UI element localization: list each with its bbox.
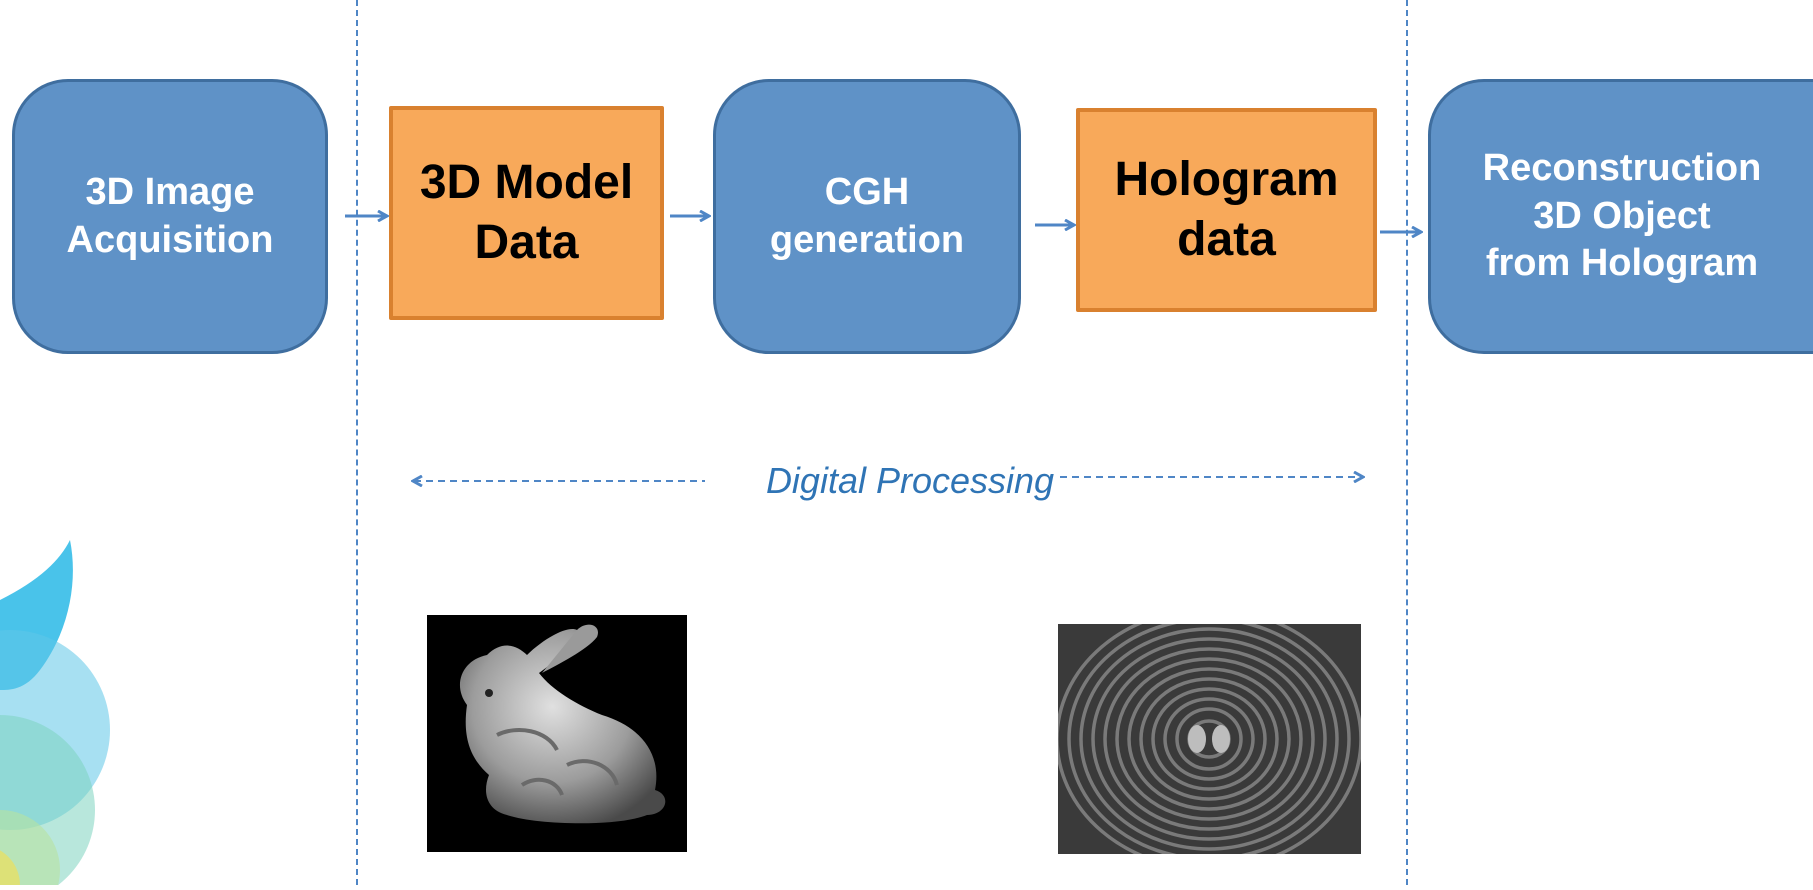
node-cgh-label: CGH generation (769, 171, 965, 261)
node-model-data-label: 3D Model Data (419, 156, 634, 269)
digital-processing-label: Digital Processing (765, 460, 1055, 501)
node-cgh-generation: CGH generation (713, 79, 1021, 354)
divider-left (356, 0, 358, 885)
node-reconstruction: Reconstruction 3D Object from Hologram (1428, 79, 1813, 354)
node-acquisition-label: 3D Image Acquisition (66, 171, 274, 261)
node-hologram-data-label: Hologram data (1114, 153, 1339, 266)
hologram-pattern-image (1058, 624, 1361, 854)
node-3d-image-acquisition: 3D Image Acquisition (12, 79, 328, 354)
divider-right (1406, 0, 1408, 885)
bunny-render-image (427, 615, 687, 852)
node-3d-model-data: 3D Model Data (389, 106, 664, 320)
node-hologram-data: Hologram data (1076, 108, 1377, 312)
leaf-logo (0, 540, 120, 890)
node-reconstruction-label: Reconstruction 3D Object from Hologram (1482, 147, 1762, 285)
